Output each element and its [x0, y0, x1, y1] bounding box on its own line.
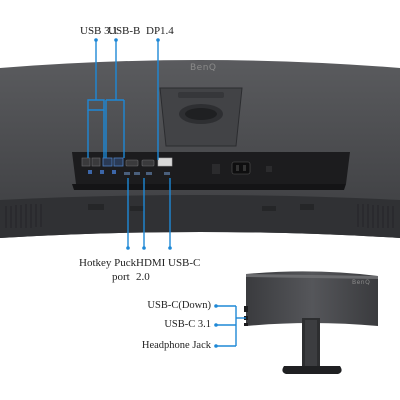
callout-dots-side: [214, 304, 218, 348]
label-dp: DP1.4: [146, 25, 174, 37]
callout-lines-side: [216, 305, 246, 347]
label-hotkey-line1: Hotkey Puck: [79, 257, 137, 269]
label-hotkey-line2: port: [112, 271, 130, 283]
label-usbc31: USB-C 3.1: [164, 319, 211, 330]
inset-monitor: [244, 271, 378, 374]
label-headphone: Headphone Jack: [141, 340, 211, 351]
stand-mount: [159, 87, 243, 147]
vent-grille-right: [357, 204, 394, 228]
label-usb31: USB 3.1: [80, 25, 118, 37]
cable-clips: [88, 204, 314, 211]
label-usbc: USB-C: [168, 257, 201, 269]
label-usbb: USB-B: [108, 25, 141, 37]
label-hdmi-line1: HDMI: [136, 257, 166, 269]
callout-lines-top: [87, 40, 171, 248]
vent-grille-left: [5, 204, 42, 228]
port-panel: [72, 152, 350, 190]
label-usbc-down: USB-C(Down): [147, 300, 211, 311]
brand-logo: BenQ: [190, 63, 217, 73]
monitor-back: [0, 60, 400, 238]
brand-logo-inset: BenQ: [352, 279, 371, 286]
callout-dots: [94, 38, 172, 250]
label-hdmi-line2: 2.0: [136, 271, 150, 283]
